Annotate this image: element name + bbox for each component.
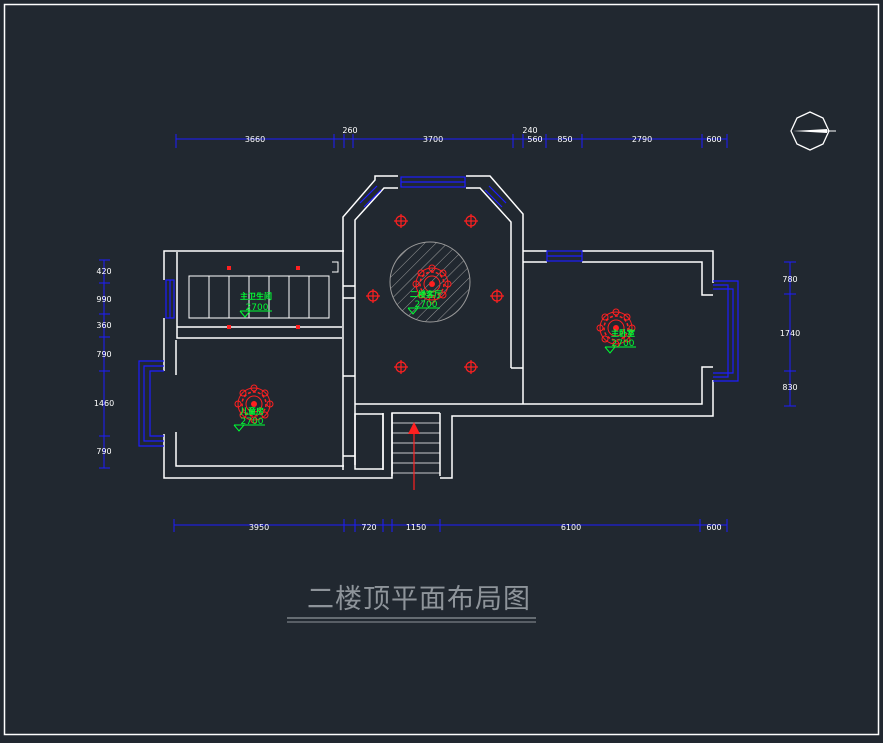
dim-top-5: 560 (527, 135, 542, 144)
dim-bottom-2: 720 (361, 523, 376, 532)
dim-top-6: 850 (557, 135, 572, 144)
stair-arrow-icon (408, 422, 420, 490)
dim-right-1: 780 (782, 275, 797, 284)
left-dimension-line (99, 259, 110, 469)
walls (163, 175, 714, 479)
room-name-bathroom: 主卫生间 (240, 291, 272, 301)
bottom-dimension-line (173, 519, 728, 532)
top-dimension-line (175, 134, 728, 148)
dim-left-2: 990 (96, 295, 111, 304)
room-name-kids-room: 儿童房 (239, 406, 264, 416)
dim-right-2: 1740 (780, 329, 800, 338)
drawing-frame (3, 3, 880, 736)
dim-bottom-5: 600 (706, 523, 721, 532)
dim-right-3: 830 (782, 383, 797, 392)
windows (138, 176, 739, 447)
dim-top-4: 240 (522, 126, 537, 135)
dim-left-6: 790 (96, 447, 111, 456)
dim-top-7: 2790 (632, 135, 652, 144)
dim-top-8: 600 (706, 135, 721, 144)
dim-bottom-1: 3950 (249, 523, 269, 532)
right-dimension-labels: 780 1740 830 (780, 275, 800, 392)
dim-left-4: 790 (96, 350, 111, 359)
left-dimension-labels: 420 990 360 790 1460 790 (94, 267, 114, 456)
dim-top-3: 3700 (423, 135, 443, 144)
ceiling-height-living: 2700 (415, 300, 438, 310)
dim-top-1: 3660 (245, 135, 265, 144)
dim-left-3: 360 (96, 321, 111, 330)
north-arrow-icon (790, 111, 836, 151)
dim-bottom-3: 1150 (406, 523, 426, 532)
bottom-dimension-labels: 3950 720 1150 6100 600 (249, 523, 722, 532)
ceiling-height-kids-room: 2700 (241, 417, 264, 427)
room-name-living: 二楼客厅 (410, 289, 442, 299)
room-name-master-bedroom: 主卧室 (611, 328, 635, 338)
ceiling-height-bathroom: 2700 (246, 303, 269, 313)
right-dimension-line (784, 261, 796, 407)
drawing-title: 二楼顶平面布局图 (307, 584, 531, 615)
dim-left-5: 1460 (94, 399, 114, 408)
room-labels: 主卫生间 2700 二楼客厅 2700 主卧室 2700 儿童房 2700 (233, 289, 636, 432)
dim-left-1: 420 (96, 267, 111, 276)
dim-bottom-4: 6100 (561, 523, 581, 532)
dim-top-2: 260 (342, 126, 357, 135)
ceiling-height-master-bedroom: 2700 (612, 339, 635, 349)
top-dimension-labels: 3660 260 3700 240 560 850 2790 600 (245, 126, 722, 144)
